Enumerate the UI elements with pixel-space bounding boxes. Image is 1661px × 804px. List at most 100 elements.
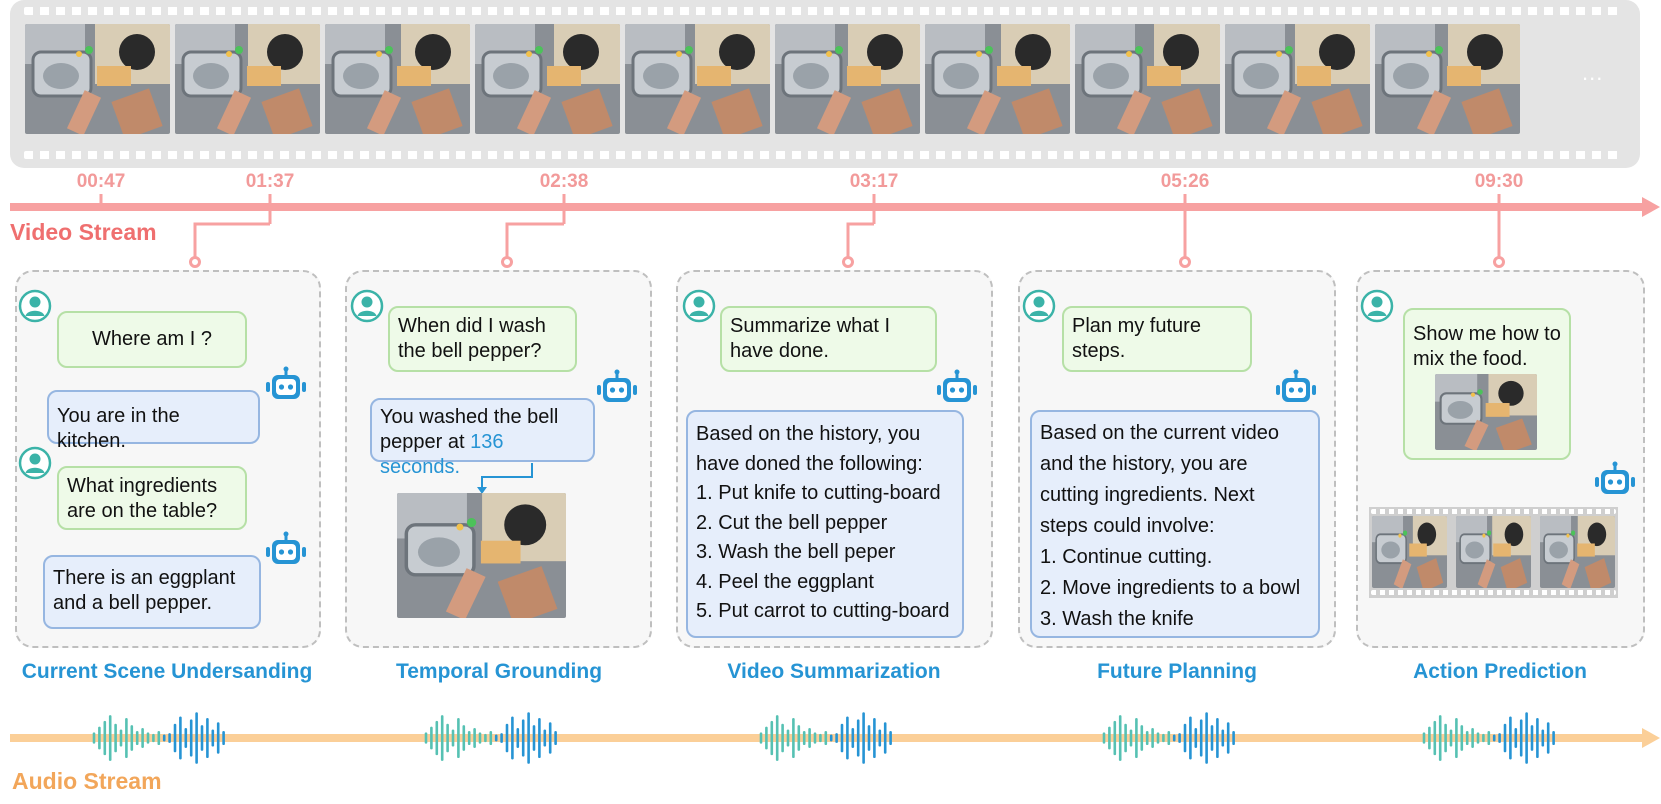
question-text: Where am I ? xyxy=(91,328,213,350)
question-line: the bell pepper? xyxy=(398,340,542,362)
timestamp-0047: 00:47 xyxy=(76,171,126,192)
assistant-answer-bubble: You washed the bell pepper at 136 seconds… xyxy=(370,398,595,478)
audio-waveform-icon xyxy=(92,712,225,764)
grounded-frame-image xyxy=(397,493,566,618)
user-question-bubble: When did I wash the bell pepper? xyxy=(388,306,577,372)
plan-line: and the history, you are xyxy=(1040,453,1248,475)
audio-stream-arrowhead xyxy=(1642,728,1660,748)
connector-dot-0526 xyxy=(1179,256,1191,268)
video-stream-label: Video Stream xyxy=(10,219,157,245)
connector-0238 xyxy=(505,222,564,258)
timestamp-0930: 09:30 xyxy=(1474,171,1524,192)
summary-line: have doned the following: xyxy=(696,452,923,475)
task-title-temporal-grounding: Temporal Grounding xyxy=(395,660,603,683)
clip-frame-2 xyxy=(1456,516,1531,588)
connector-dot-0137 xyxy=(189,256,201,268)
audio-stream-label: Audio Stream xyxy=(12,768,162,794)
plan-line: steps could involve: xyxy=(1040,515,1215,537)
timestamp-0317: 03:17 xyxy=(849,171,899,192)
clip-frame-3 xyxy=(1540,516,1615,588)
question-line: are on the table? xyxy=(67,500,218,522)
video-frame-8 xyxy=(1075,24,1220,134)
user-avatar-icon xyxy=(682,289,716,323)
audio-waveform-icon xyxy=(1102,712,1235,764)
user-avatar-icon xyxy=(18,446,52,480)
clip-perforation-bottom xyxy=(1371,590,1616,595)
summary-line: 5. Put carrot to cutting-board xyxy=(696,600,950,622)
answer-text: You are in the kitchen. xyxy=(57,405,180,452)
answer-line: You washed the bell xyxy=(380,406,559,428)
timestamp-0137: 01:37 xyxy=(245,171,295,192)
user-avatar-icon xyxy=(18,289,52,323)
assistant-answer-bubble: You are in the kitchen. xyxy=(47,390,260,452)
assistant-summary-bubble: Based on the history, you have doned the… xyxy=(686,410,964,638)
connector-0137 xyxy=(193,222,270,258)
answer-line: There is an eggplant xyxy=(53,567,236,589)
user-avatar-icon xyxy=(1022,289,1056,323)
task-title-scene-understanding: Current Scene Undersanding xyxy=(21,660,313,683)
audio-waveform-icon xyxy=(424,712,557,764)
plan-line: 2. Move ingredients to a bowl xyxy=(1040,577,1301,599)
video-frame-5 xyxy=(625,24,770,134)
user-question-bubble: Summarize what I have done. xyxy=(720,306,937,372)
film-ellipsis: ... xyxy=(1582,60,1604,85)
robot-icon xyxy=(936,369,978,407)
grounding-arrow xyxy=(477,463,533,494)
question-line: What ingredients xyxy=(67,475,218,497)
film-perforation-bottom xyxy=(24,151,1624,159)
robot-icon xyxy=(1594,461,1636,499)
robot-icon xyxy=(596,369,638,407)
plan-line: cutting ingredients. Next xyxy=(1040,484,1255,506)
assistant-answer-bubble: There is an eggplant and a bell pepper. xyxy=(43,555,261,629)
task-title-video-summarization: Video Summarization xyxy=(727,660,941,683)
user-avatar-icon xyxy=(1360,289,1394,323)
user-question-bubble: What ingredients are on the table? xyxy=(57,466,247,530)
video-frame-1 xyxy=(25,24,170,134)
video-frame-7 xyxy=(925,24,1070,134)
question-line: have done. xyxy=(730,340,829,362)
summary-line: 2. Cut the bell pepper xyxy=(696,511,888,534)
summary-line: 4. Peel the eggplant xyxy=(696,570,874,593)
connector-dot-0238 xyxy=(501,256,513,268)
film-perforation-top xyxy=(24,7,1624,15)
video-frame-4 xyxy=(475,24,620,134)
video-frame-3 xyxy=(325,24,470,134)
answer-line: and a bell pepper. xyxy=(53,592,213,614)
query-frame-image xyxy=(1435,374,1537,450)
summary-line: Based on the history, you xyxy=(696,423,921,445)
robot-icon xyxy=(265,366,307,404)
clip-frame-1 xyxy=(1372,516,1447,588)
user-question-bubble: Where am I ? xyxy=(57,311,247,368)
robot-icon xyxy=(265,531,307,569)
summary-line: 3. Wash the bell peper xyxy=(696,541,896,563)
answer-line: pepper at 136 seconds. xyxy=(380,431,504,478)
video-frame-2 xyxy=(175,24,320,134)
video-frame-6 xyxy=(775,24,920,134)
question-line: steps. xyxy=(1072,340,1126,362)
video-frame-10 xyxy=(1375,24,1520,134)
audio-waveform-icon xyxy=(1422,712,1555,764)
question-line: When did I wash xyxy=(398,315,546,337)
question-line: Show me how to xyxy=(1413,323,1561,345)
connector-0317 xyxy=(846,222,874,258)
connector-dot-0317 xyxy=(842,256,854,268)
timestamp-0526: 05:26 xyxy=(1160,171,1210,192)
user-question-bubble: Plan my future steps. xyxy=(1062,306,1252,372)
task-title-action-prediction: Action Prediction xyxy=(1413,660,1587,683)
video-stream-arrowhead xyxy=(1642,197,1660,217)
assistant-plan-bubble: Based on the current video and the histo… xyxy=(1030,410,1320,638)
user-avatar-icon xyxy=(350,289,384,323)
connector-dot-0930 xyxy=(1493,256,1505,268)
video-frame-9 xyxy=(1225,24,1370,134)
plan-line: Based on the current video xyxy=(1040,422,1280,444)
task-title-future-planning: Future Planning xyxy=(1097,660,1257,683)
question-line: mix the food. xyxy=(1413,348,1528,370)
question-line: Plan my future xyxy=(1072,315,1201,337)
clip-perforation-top xyxy=(1371,509,1616,514)
timestamp-0238: 02:38 xyxy=(539,171,589,192)
audio-waveform-icon xyxy=(759,712,892,764)
timestamp-highlight: 136 seconds. xyxy=(380,431,504,478)
question-line: Summarize what I xyxy=(730,315,891,337)
summary-line: 1. Put knife to cutting-board xyxy=(696,482,941,504)
